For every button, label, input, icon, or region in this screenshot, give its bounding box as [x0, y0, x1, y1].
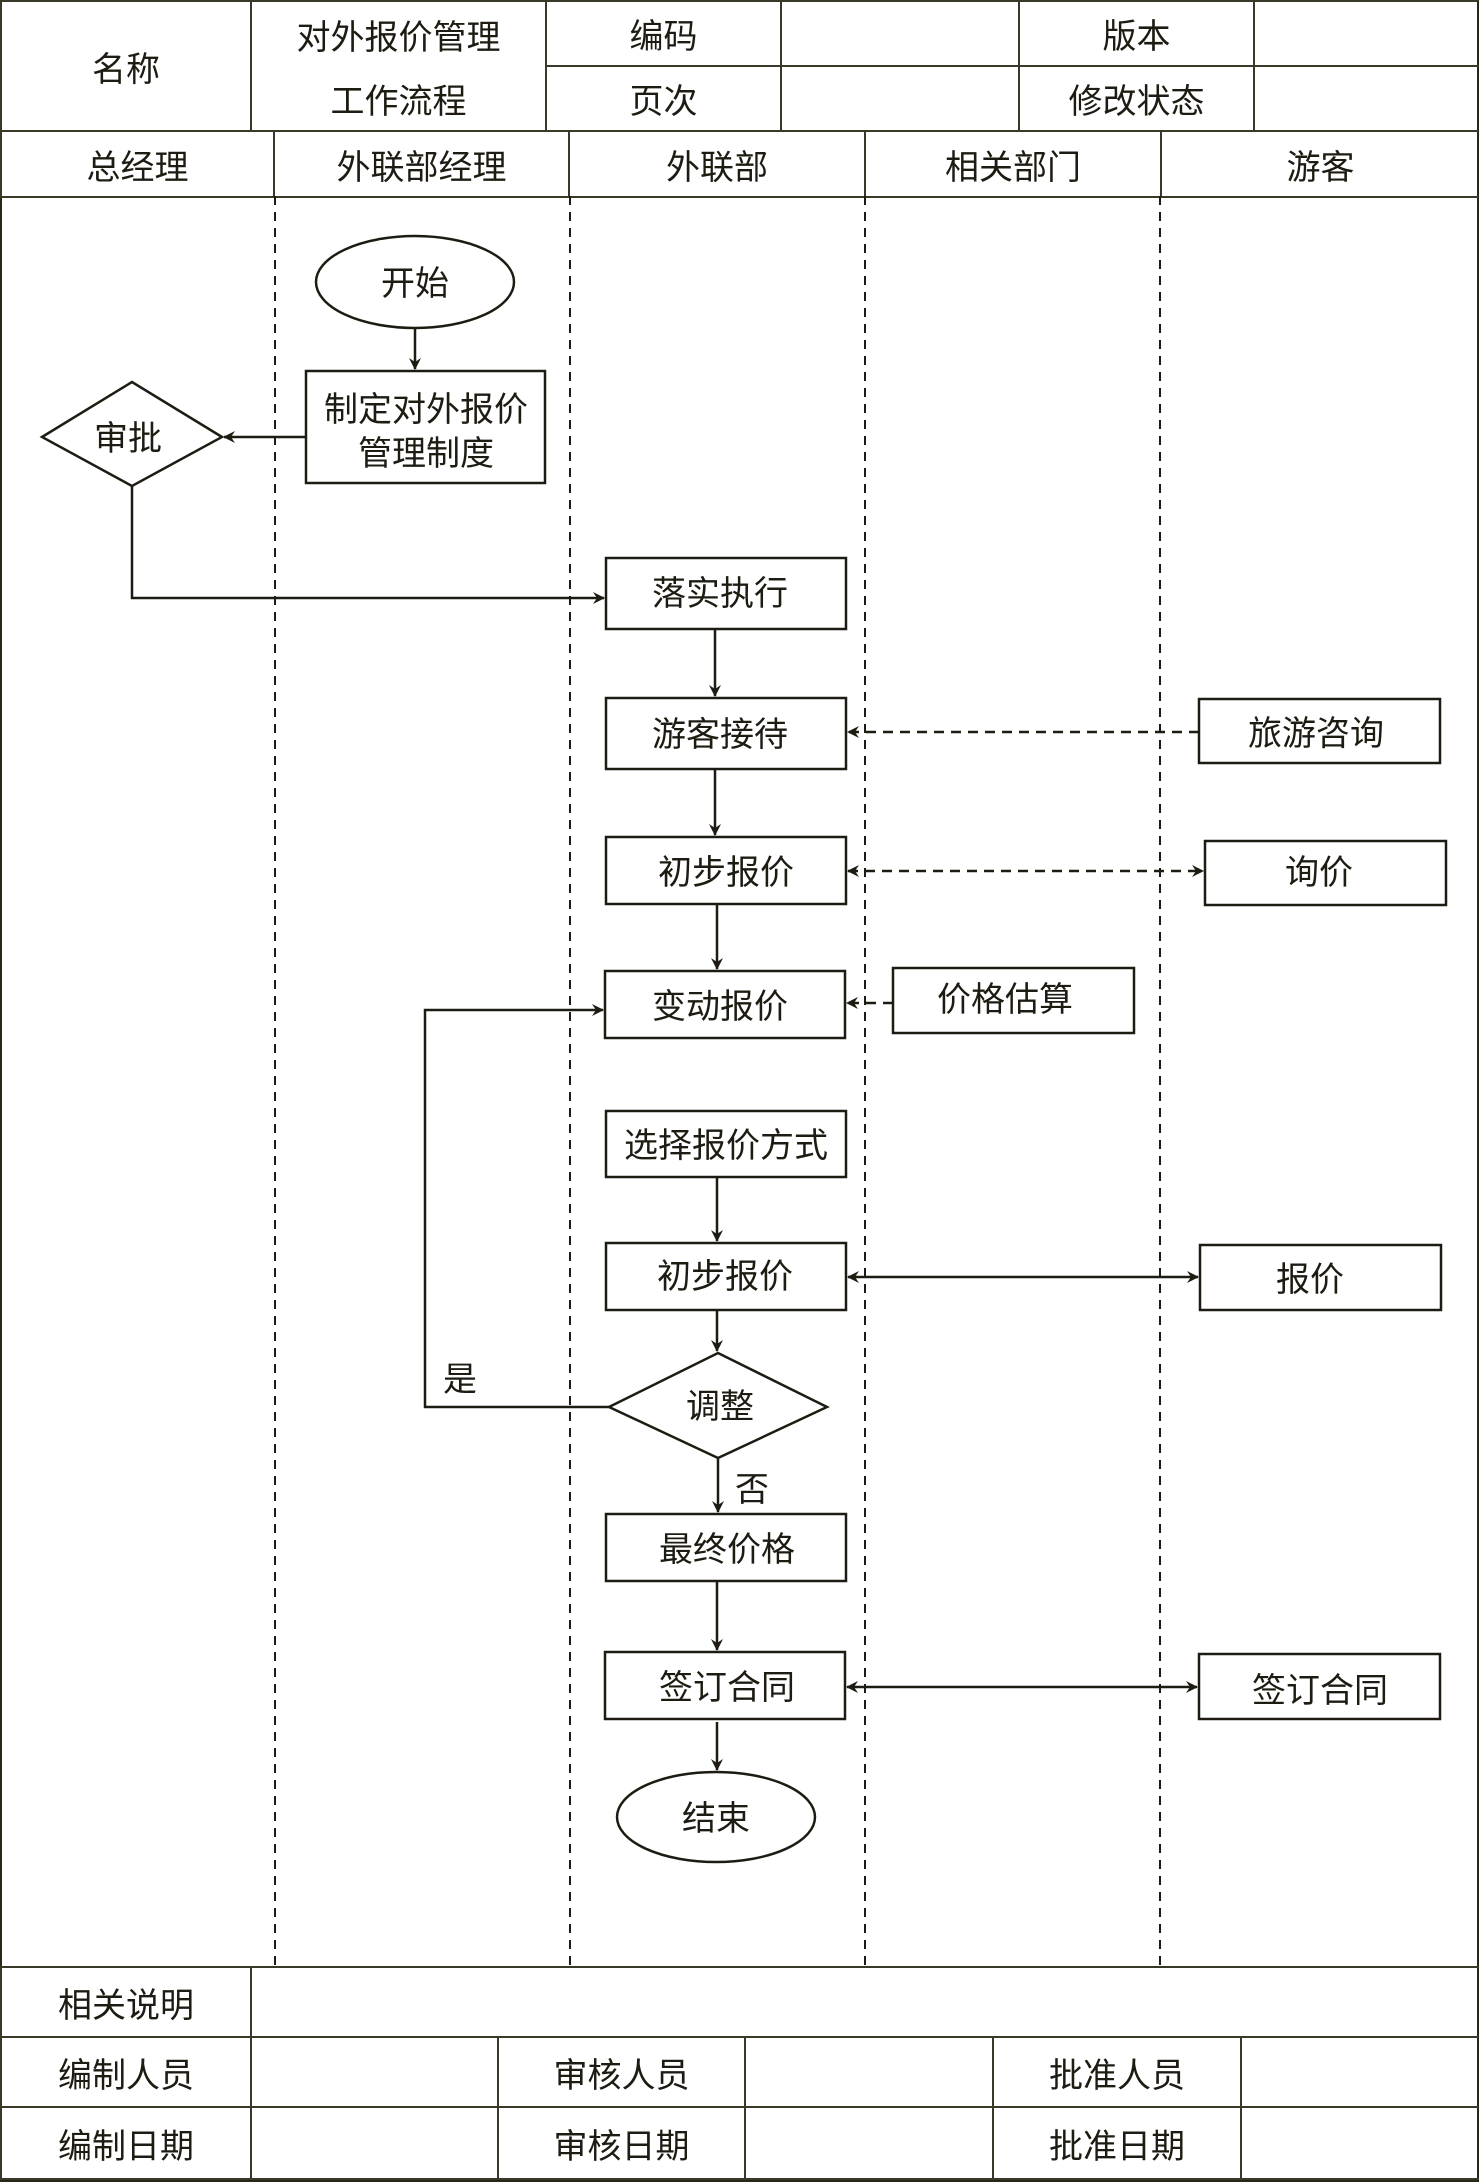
initial-quote-2-label: 初步报价	[657, 1257, 793, 1297]
draft-policy-label-2: 管理制度	[358, 434, 494, 474]
header-table: 名称 对外报价管理 编码 版本 工作流程 页次 修改状态	[0, 0, 1479, 132]
revision-label: 修改状态	[1018, 65, 1255, 132]
draft-policy-label-1: 制定对外报价	[324, 390, 528, 430]
version-label: 版本	[1018, 0, 1255, 67]
reviewed-by-label: 审核人员	[497, 2036, 746, 2108]
implement-label: 落实执行	[652, 574, 788, 614]
inquiry-label: 询价	[1285, 853, 1353, 893]
lane-general-manager: 总经理	[0, 130, 275, 198]
initial-quote-1-node	[604, 835, 848, 906]
price-estimate-label: 价格估算	[937, 980, 1073, 1020]
prepared-date-label: 编制日期	[0, 2106, 252, 2180]
approved-date-value[interactable]	[1239, 2106, 1479, 2180]
reviewed-date-value[interactable]	[744, 2106, 994, 2180]
sign-contract-label: 签订合同	[659, 1668, 795, 1708]
choose-method-node	[604, 1109, 848, 1179]
end-node	[615, 1770, 817, 1864]
implement-node	[604, 556, 848, 631]
final-price-node	[604, 1512, 848, 1583]
sign-contract-node	[603, 1650, 847, 1721]
inquiry-node	[1203, 839, 1448, 907]
lane-liaison-manager: 外联部经理	[273, 130, 570, 198]
code-value[interactable]	[780, 0, 1020, 67]
reviewed-date-label: 审核日期	[497, 2106, 746, 2180]
approved-by-value[interactable]	[1239, 2036, 1479, 2108]
end-label: 结束	[682, 1799, 750, 1839]
yes-label: 是	[443, 1360, 477, 1400]
lane-related-dept: 相关部门	[864, 130, 1162, 198]
title-line-1: 对外报价管理	[250, 0, 547, 66]
approved-by-label: 批准人员	[992, 2036, 1242, 2108]
prepared-by-value[interactable]	[250, 2036, 499, 2108]
footer-table: 相关说明 编制人员 审核人员 批准人员 编制日期 审核日期 批准日期	[0, 1966, 1479, 2180]
page-label: 页次	[545, 65, 782, 132]
approved-date-label: 批准日期	[992, 2106, 1242, 2180]
travel-consult-node	[1197, 697, 1442, 765]
draft-policy-node	[304, 369, 547, 485]
final-price-label: 最终价格	[659, 1530, 795, 1570]
arrow-approve-to-implement	[130, 486, 605, 604]
notes-value[interactable]	[249, 1966, 1479, 2038]
change-quote-label: 变动报价	[652, 987, 788, 1027]
adjust-label: 调整	[686, 1387, 754, 1427]
sign-contract-tourist-node	[1197, 1652, 1442, 1721]
arrow-adjust-yes-loop	[423, 1004, 609, 1409]
page-value[interactable]	[780, 65, 1020, 132]
initial-quote-1-label: 初步报价	[658, 853, 794, 893]
name-label: 名称	[0, 0, 252, 132]
reception-node	[604, 696, 848, 771]
choose-method-label: 选择报价方式	[624, 1126, 828, 1166]
title-line-2: 工作流程	[250, 66, 547, 132]
price-estimate-node	[891, 966, 1136, 1035]
change-quote-node	[603, 969, 847, 1040]
start-label: 开始	[381, 264, 449, 304]
prepared-date-value[interactable]	[250, 2106, 499, 2180]
revision-value[interactable]	[1253, 65, 1479, 132]
sign-contract-tourist-label: 签订合同	[1252, 1671, 1388, 1711]
notes-label: 相关说明	[0, 1966, 252, 2038]
reviewed-by-value[interactable]	[744, 2036, 994, 2108]
swimlane-header: 总经理 外联部经理 外联部 相关部门 游客	[0, 130, 1479, 198]
approve-label: 审批	[94, 419, 162, 459]
prepared-by-label: 编制人员	[0, 2036, 252, 2108]
initial-quote-2-node	[604, 1241, 848, 1312]
lane-liaison-dept: 外联部	[568, 130, 866, 198]
reception-label: 游客接待	[652, 715, 788, 755]
code-label: 编码	[545, 0, 782, 67]
version-value[interactable]	[1253, 0, 1479, 67]
lane-tourist: 游客	[1160, 130, 1479, 198]
travel-consult-label: 旅游咨询	[1248, 714, 1384, 754]
no-label: 否	[735, 1470, 769, 1510]
quote-node	[1198, 1243, 1443, 1312]
quote-label: 报价	[1276, 1260, 1344, 1300]
flowchart: 开始 制定对外报价 管理制度 审批 落实执行 游客接待 旅游咨询 初步报价 询价…	[39, 196, 1448, 1966]
